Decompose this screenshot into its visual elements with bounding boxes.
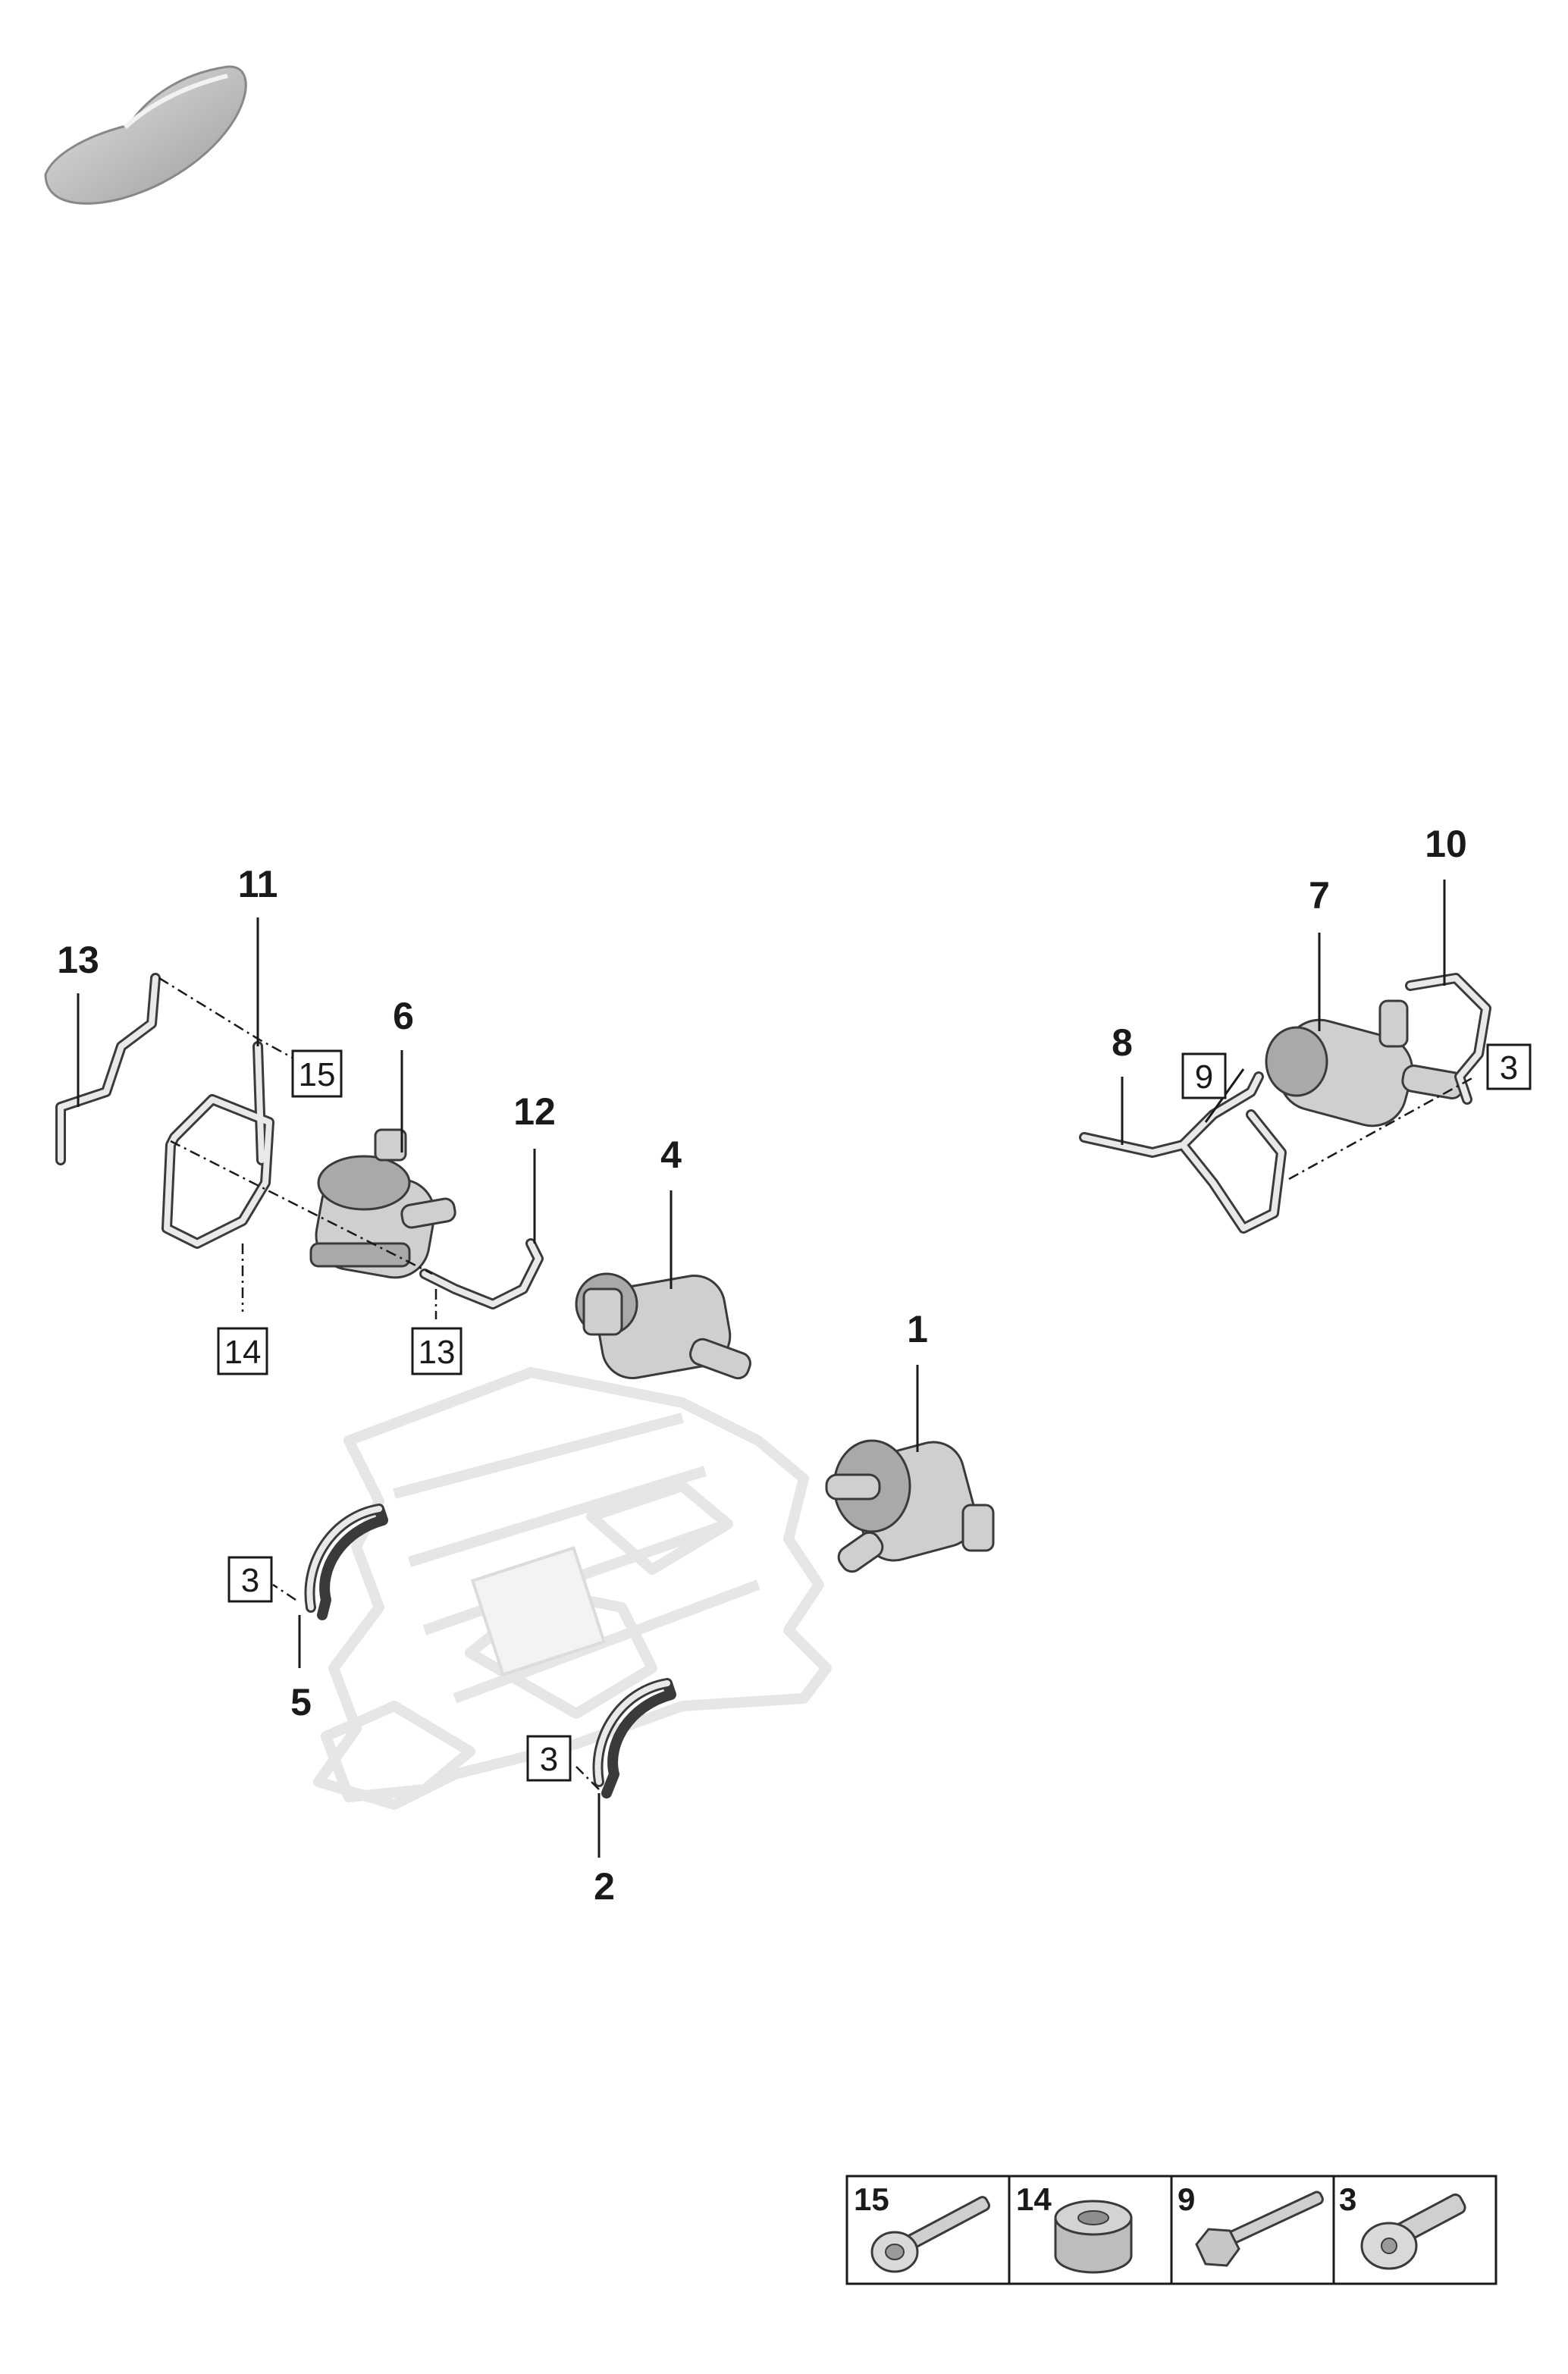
callout-labels: 1 2 4 5 6 7 8 10 11 12 13	[57, 823, 1467, 1908]
box-callout-3-bottom: 3	[540, 1741, 558, 1778]
legend-item-15: 15	[854, 2181, 991, 2273]
callout-2: 2	[594, 1865, 615, 1908]
callout-8: 8	[1112, 1021, 1133, 1064]
ghost-subframe	[313, 1367, 832, 1810]
callout-1: 1	[907, 1308, 928, 1350]
callout-12: 12	[513, 1090, 556, 1133]
clamp-10	[1405, 973, 1491, 1105]
bolt-with-washer-icon	[870, 2196, 991, 2273]
box-callout-9: 9	[1195, 1058, 1213, 1096]
callout-13: 13	[57, 939, 99, 981]
hex-flange-bolt-icon	[1195, 2191, 1324, 2267]
torx-flange-screw-icon	[1360, 2193, 1466, 2270]
coolant-pump-6	[309, 1128, 456, 1279]
legend-number-3: 3	[1339, 2181, 1356, 2217]
legend-number-15: 15	[854, 2181, 889, 2217]
callout-11: 11	[238, 863, 278, 905]
clamp-5	[304, 1504, 388, 1620]
rubber-bushing-icon	[1054, 2200, 1133, 2274]
fastener-legend: 15 14 9 3	[845, 2175, 1497, 2285]
box-callout-14: 14	[224, 1334, 262, 1371]
leader-lines	[77, 880, 1446, 1858]
boxed-callouts: 15 14 13 9 3 3 3	[217, 1043, 1532, 1782]
callout-10: 10	[1425, 823, 1467, 865]
clamp-12	[419, 1238, 544, 1309]
legend-item-3: 3	[1339, 2181, 1466, 2270]
coolant-pump-1	[825, 1439, 995, 1573]
legend-number-14: 14	[1016, 2181, 1052, 2217]
coolant-pump-7	[1265, 999, 1465, 1127]
legend-item-14: 14	[1016, 2181, 1133, 2274]
callout-7: 7	[1309, 874, 1330, 917]
box-callout-3-left: 3	[241, 1562, 259, 1599]
legend-item-9: 9	[1178, 2181, 1324, 2267]
bracket-8	[1079, 1071, 1287, 1234]
box-callout-15: 15	[299, 1056, 336, 1093]
bracket-13	[55, 973, 161, 1165]
clamp-2	[592, 1678, 676, 1799]
car-silhouette-icon	[44, 65, 247, 205]
legend-number-9: 9	[1178, 2181, 1195, 2217]
callout-6: 6	[393, 995, 414, 1037]
support-bracket-11	[162, 1041, 274, 1249]
coolant-pump-4	[575, 1272, 751, 1380]
callout-5: 5	[290, 1681, 312, 1723]
assembly-lines	[158, 977, 1475, 1790]
box-callout-13: 13	[419, 1334, 456, 1371]
callout-4: 4	[660, 1134, 682, 1176]
box-callout-3-right: 3	[1500, 1049, 1518, 1087]
